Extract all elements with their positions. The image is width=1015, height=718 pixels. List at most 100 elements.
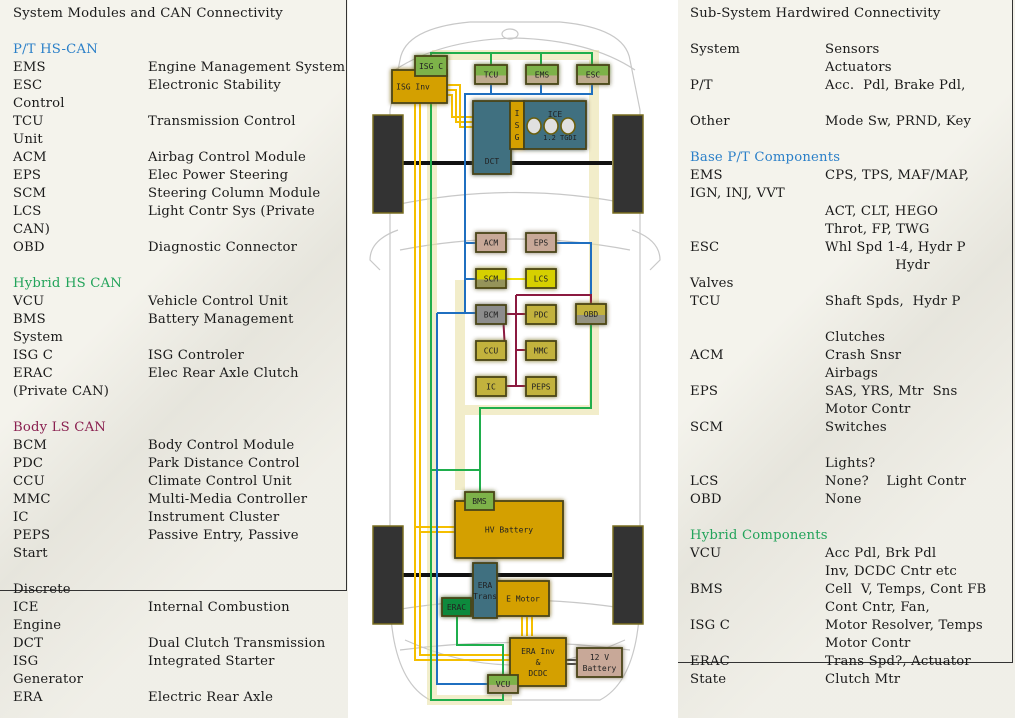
era-inverter-node-box [509,637,567,687]
system-label: EPS [690,384,719,399]
dct-node: DCT [472,100,512,175]
sensor-actuator-list: Cont Cntr, Fan, [825,600,930,615]
peps-node: PEPS [525,376,557,397]
acm-node: ACM [475,232,507,253]
dct-node-label: DCT [485,157,500,166]
engine-cylinder-icon [526,117,542,135]
module-abbr: VCU [13,294,45,309]
era-trans-node-box [472,562,498,619]
module-description: Vehicle Control Unit [148,294,289,309]
obd-node: OBD [575,303,607,325]
system-label: VCU [690,546,722,561]
module-abbr: CAN) [13,222,51,237]
sensor-actuator-list: Mode Sw, PRND, Key [825,114,972,129]
module-description: Elec Power Steering [148,168,289,183]
sensor-actuator-list: ACT, CLT, HEGO [825,204,939,219]
system-label: SCM [690,420,724,435]
ccu-node-label: CCU [484,347,499,356]
module-description: Integrated Starter [148,654,275,669]
isg-letter: S [515,121,520,130]
sensor-actuator-list: CPS, TPS, MAF/MAP, [825,168,970,183]
ccu-node-box [475,340,507,361]
system-label: State [690,672,727,687]
sensor-actuator-list: Cell V, Temps, Cont FB [825,582,987,597]
system-label: ERAC [690,654,730,669]
vcu-node-label: VCU [496,680,511,689]
module-abbr: OBD [13,240,45,255]
esc-node-label: ESC [586,71,601,80]
module-abbr: ESC [13,78,43,93]
engine-spec-label: 1.2 TGDI [543,134,577,142]
wheel-rear-left [372,525,404,625]
module-abbr: Generator [13,672,84,687]
battery-12v-node-label: Battery [583,664,617,673]
e-motor-node-label: E Motor [506,595,540,604]
module-abbr: EMS [13,60,46,75]
vcu-node: VCU [487,674,519,694]
bcm-node-box [475,304,507,325]
sensor-actuator-list: Hydr [825,258,930,273]
ems-node-shade [527,75,557,83]
panel-title: System Modules and CAN Connectivity [13,6,283,21]
sensor-actuator-list: Sensors [825,42,880,57]
e-motor-node: E Motor [496,580,550,617]
tcu-node: TCU [474,64,508,85]
module-description: Body Control Module [148,438,295,453]
module-abbr: ISG C [13,348,54,363]
ems-node-label: EMS [535,71,550,80]
era-inverter-node-label: ERA Inv [521,647,555,656]
era-inverter-node-label: DCDC [528,669,547,678]
system-label: OBD [690,492,722,507]
module-abbr: LCS [13,204,42,219]
era-trans-node-label: Trans [473,592,497,601]
ccu-node: CCU [475,340,507,361]
sensor-actuator-list: Whl Spd 1-4, Hydr P [825,240,966,255]
esc-node-shade [578,75,608,83]
system-label: Valves [690,276,734,291]
eps-node-box [525,232,557,253]
section-header: Hybrid HS CAN [13,276,123,291]
module-description: ISG Controler [148,348,244,363]
battery-12v-node-box [576,647,623,678]
module-abbr: CCU [13,474,45,489]
wheel-front-right [612,114,644,214]
module-description: Electric Rear Axle [148,690,274,705]
module-abbr: IC [13,510,29,525]
ic-node: IC [475,376,507,397]
module-abbr: Engine [13,618,62,633]
module-description: Passive Entry, Passive [148,528,299,543]
sensor-actuator-list: SAS, YRS, Mtr Sns [825,384,958,399]
left-panel [0,0,348,718]
peps-node-box [525,376,557,397]
section-header: Discrete [13,582,71,597]
esc-node: ESC [576,64,610,85]
sensor-actuator-list: Acc Pdl, Brk Pdl [825,546,937,561]
isg-inverter-label: ISG Inv [396,83,430,92]
ems-node: EMS [525,64,559,85]
system-label: System [690,42,741,57]
scm-node-label: SCM [484,275,499,284]
right-panel [678,0,1015,718]
module-description: Transmission Control [148,114,296,129]
module-description: Light Contr Sys (Private [148,204,315,219]
sensor-actuator-list: Shaft Spds, Hydr P [825,294,961,309]
isg-controller-node-label: ISG C [419,62,443,71]
module-abbr: ICE [13,600,39,615]
acm-node-label: ACM [484,239,499,248]
bcm-node: BCM [475,304,507,325]
lcs-node-box [525,268,557,289]
module-abbr: ISG [13,654,39,669]
lcs-node-label: LCS [534,275,549,284]
sensor-actuator-list: Trans Spd?, Actuator [825,654,971,669]
module-description: Climate Control Unit [148,474,292,489]
sensor-actuator-list: Switches [825,420,887,435]
module-abbr: System [13,330,64,345]
bms-node-box [464,491,495,511]
module-description: Park Distance Control [148,456,300,471]
system-label: BMS [690,582,723,597]
era-inverter-node-label: & [536,658,541,667]
module-abbr: ACM [13,150,47,165]
battery-12v-node-label: 12 V [590,653,609,662]
panel-title: Sub-System Hardwired Connectivity [690,6,941,21]
